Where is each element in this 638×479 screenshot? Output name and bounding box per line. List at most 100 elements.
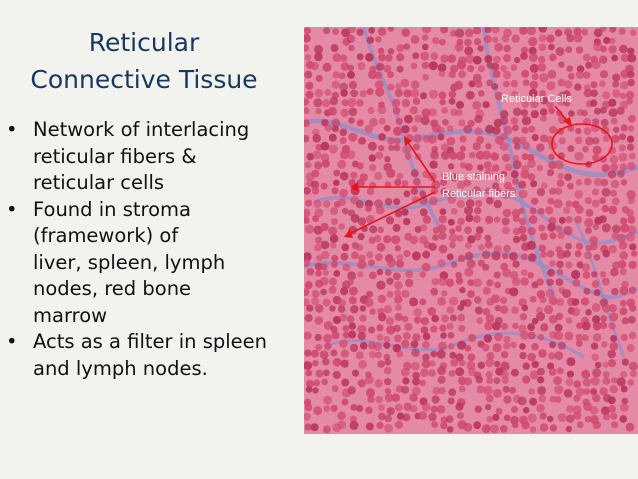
tissue-cell xyxy=(512,107,522,117)
tissue-cell xyxy=(537,207,545,215)
tissue-cell xyxy=(441,107,449,114)
tissue-cell xyxy=(449,351,457,359)
tissue-cell xyxy=(510,341,517,349)
tissue-cell xyxy=(575,242,584,250)
tissue-cell xyxy=(555,312,563,321)
tissue-cell xyxy=(432,386,441,395)
tissue-cell xyxy=(575,205,584,214)
tissue-cell xyxy=(377,27,387,36)
tissue-cell xyxy=(421,402,431,412)
tissue-cell xyxy=(311,187,320,195)
tissue-cell xyxy=(481,343,490,352)
tissue-cell xyxy=(557,231,565,240)
tissue-cell xyxy=(304,70,313,79)
tissue-cell xyxy=(548,153,555,160)
tissue-cell xyxy=(610,268,619,277)
tissue-cell xyxy=(441,290,448,297)
tissue-cell xyxy=(547,197,555,205)
tissue-cell xyxy=(420,51,430,61)
tissue-cell xyxy=(510,368,519,377)
tissue-cell xyxy=(337,159,347,169)
tissue-cell xyxy=(576,322,583,330)
tissue-cell xyxy=(581,334,589,342)
tissue-cell xyxy=(410,80,420,90)
tissue-cell xyxy=(347,64,355,72)
tissue-cell xyxy=(558,137,566,145)
tissue-cell xyxy=(440,151,450,160)
tissue-cell xyxy=(565,317,573,324)
tissue-cell xyxy=(482,150,492,160)
tissue-cell xyxy=(323,425,331,434)
tissue-cell xyxy=(513,143,521,150)
tissue-cell xyxy=(590,388,598,396)
tissue-cell xyxy=(527,323,535,331)
tissue-cell xyxy=(431,314,439,323)
tissue-cell xyxy=(328,285,337,294)
tissue-cell xyxy=(511,34,520,43)
tissue-cell xyxy=(494,42,504,52)
tissue-cell xyxy=(450,208,458,215)
tissue-cell xyxy=(446,426,454,433)
tissue-cell xyxy=(410,169,419,178)
tissue-cell xyxy=(403,402,412,411)
tissue-cell xyxy=(449,314,457,322)
tissue-cell xyxy=(377,105,387,114)
tissue-cell xyxy=(599,106,607,114)
tissue-cell xyxy=(504,181,512,190)
tissue-cell xyxy=(401,339,410,348)
tissue-cell xyxy=(304,186,311,195)
tissue-cell xyxy=(616,233,627,243)
tissue-cell xyxy=(340,62,350,71)
tissue-cell xyxy=(583,287,591,295)
tissue-cell xyxy=(340,287,349,296)
tissue-cell xyxy=(339,137,347,145)
tissue-cell xyxy=(304,27,312,35)
tissue-cell xyxy=(387,83,395,91)
tissue-cell xyxy=(356,99,364,107)
tissue-cell xyxy=(627,47,635,55)
tissue-cell xyxy=(311,297,320,306)
tissue-cell xyxy=(485,196,494,205)
tissue-cell xyxy=(431,395,440,404)
tissue-cell xyxy=(566,370,574,378)
tissue-cell xyxy=(625,422,635,432)
tissue-cell xyxy=(492,36,499,43)
tissue-cell xyxy=(467,290,475,298)
bullet-line: reticular cells xyxy=(33,171,165,194)
tissue-cell xyxy=(556,367,564,375)
tissue-cell xyxy=(447,195,456,204)
tissue-cell xyxy=(457,304,465,311)
tissue-cell xyxy=(531,317,539,325)
tissue-cell xyxy=(403,114,413,124)
tissue-cell xyxy=(468,333,477,342)
tissue-cell xyxy=(600,178,609,187)
tissue-cell xyxy=(314,316,323,325)
tissue-cell xyxy=(483,35,492,44)
tissue-cell xyxy=(473,232,482,241)
tissue-cell xyxy=(304,331,312,340)
tissue-cell xyxy=(377,360,385,368)
tissue-cell xyxy=(584,197,592,205)
tissue-cell xyxy=(313,406,323,415)
tissue-cell xyxy=(449,296,459,306)
tissue-cell xyxy=(482,263,490,271)
bullet-line: nodes, red bone xyxy=(33,277,192,300)
tissue-cell xyxy=(395,259,405,268)
tissue-cell xyxy=(548,367,557,376)
tissue-cell xyxy=(519,233,528,242)
tissue-cell xyxy=(500,190,510,200)
tissue-cell xyxy=(475,226,484,234)
tissue-cell xyxy=(422,215,431,224)
tissue-cell xyxy=(549,260,556,267)
tissue-cell xyxy=(493,245,502,254)
tissue-cell xyxy=(430,325,438,333)
tissue-cell xyxy=(375,395,384,404)
tissue-cell xyxy=(591,303,601,313)
tissue-cell xyxy=(304,107,310,114)
tissue-cell xyxy=(599,80,606,88)
tissue-cell xyxy=(346,34,355,43)
tissue-cell xyxy=(439,178,448,186)
tissue-cell xyxy=(601,204,609,213)
tissue-cell xyxy=(368,259,375,266)
tissue-cell xyxy=(466,259,476,269)
